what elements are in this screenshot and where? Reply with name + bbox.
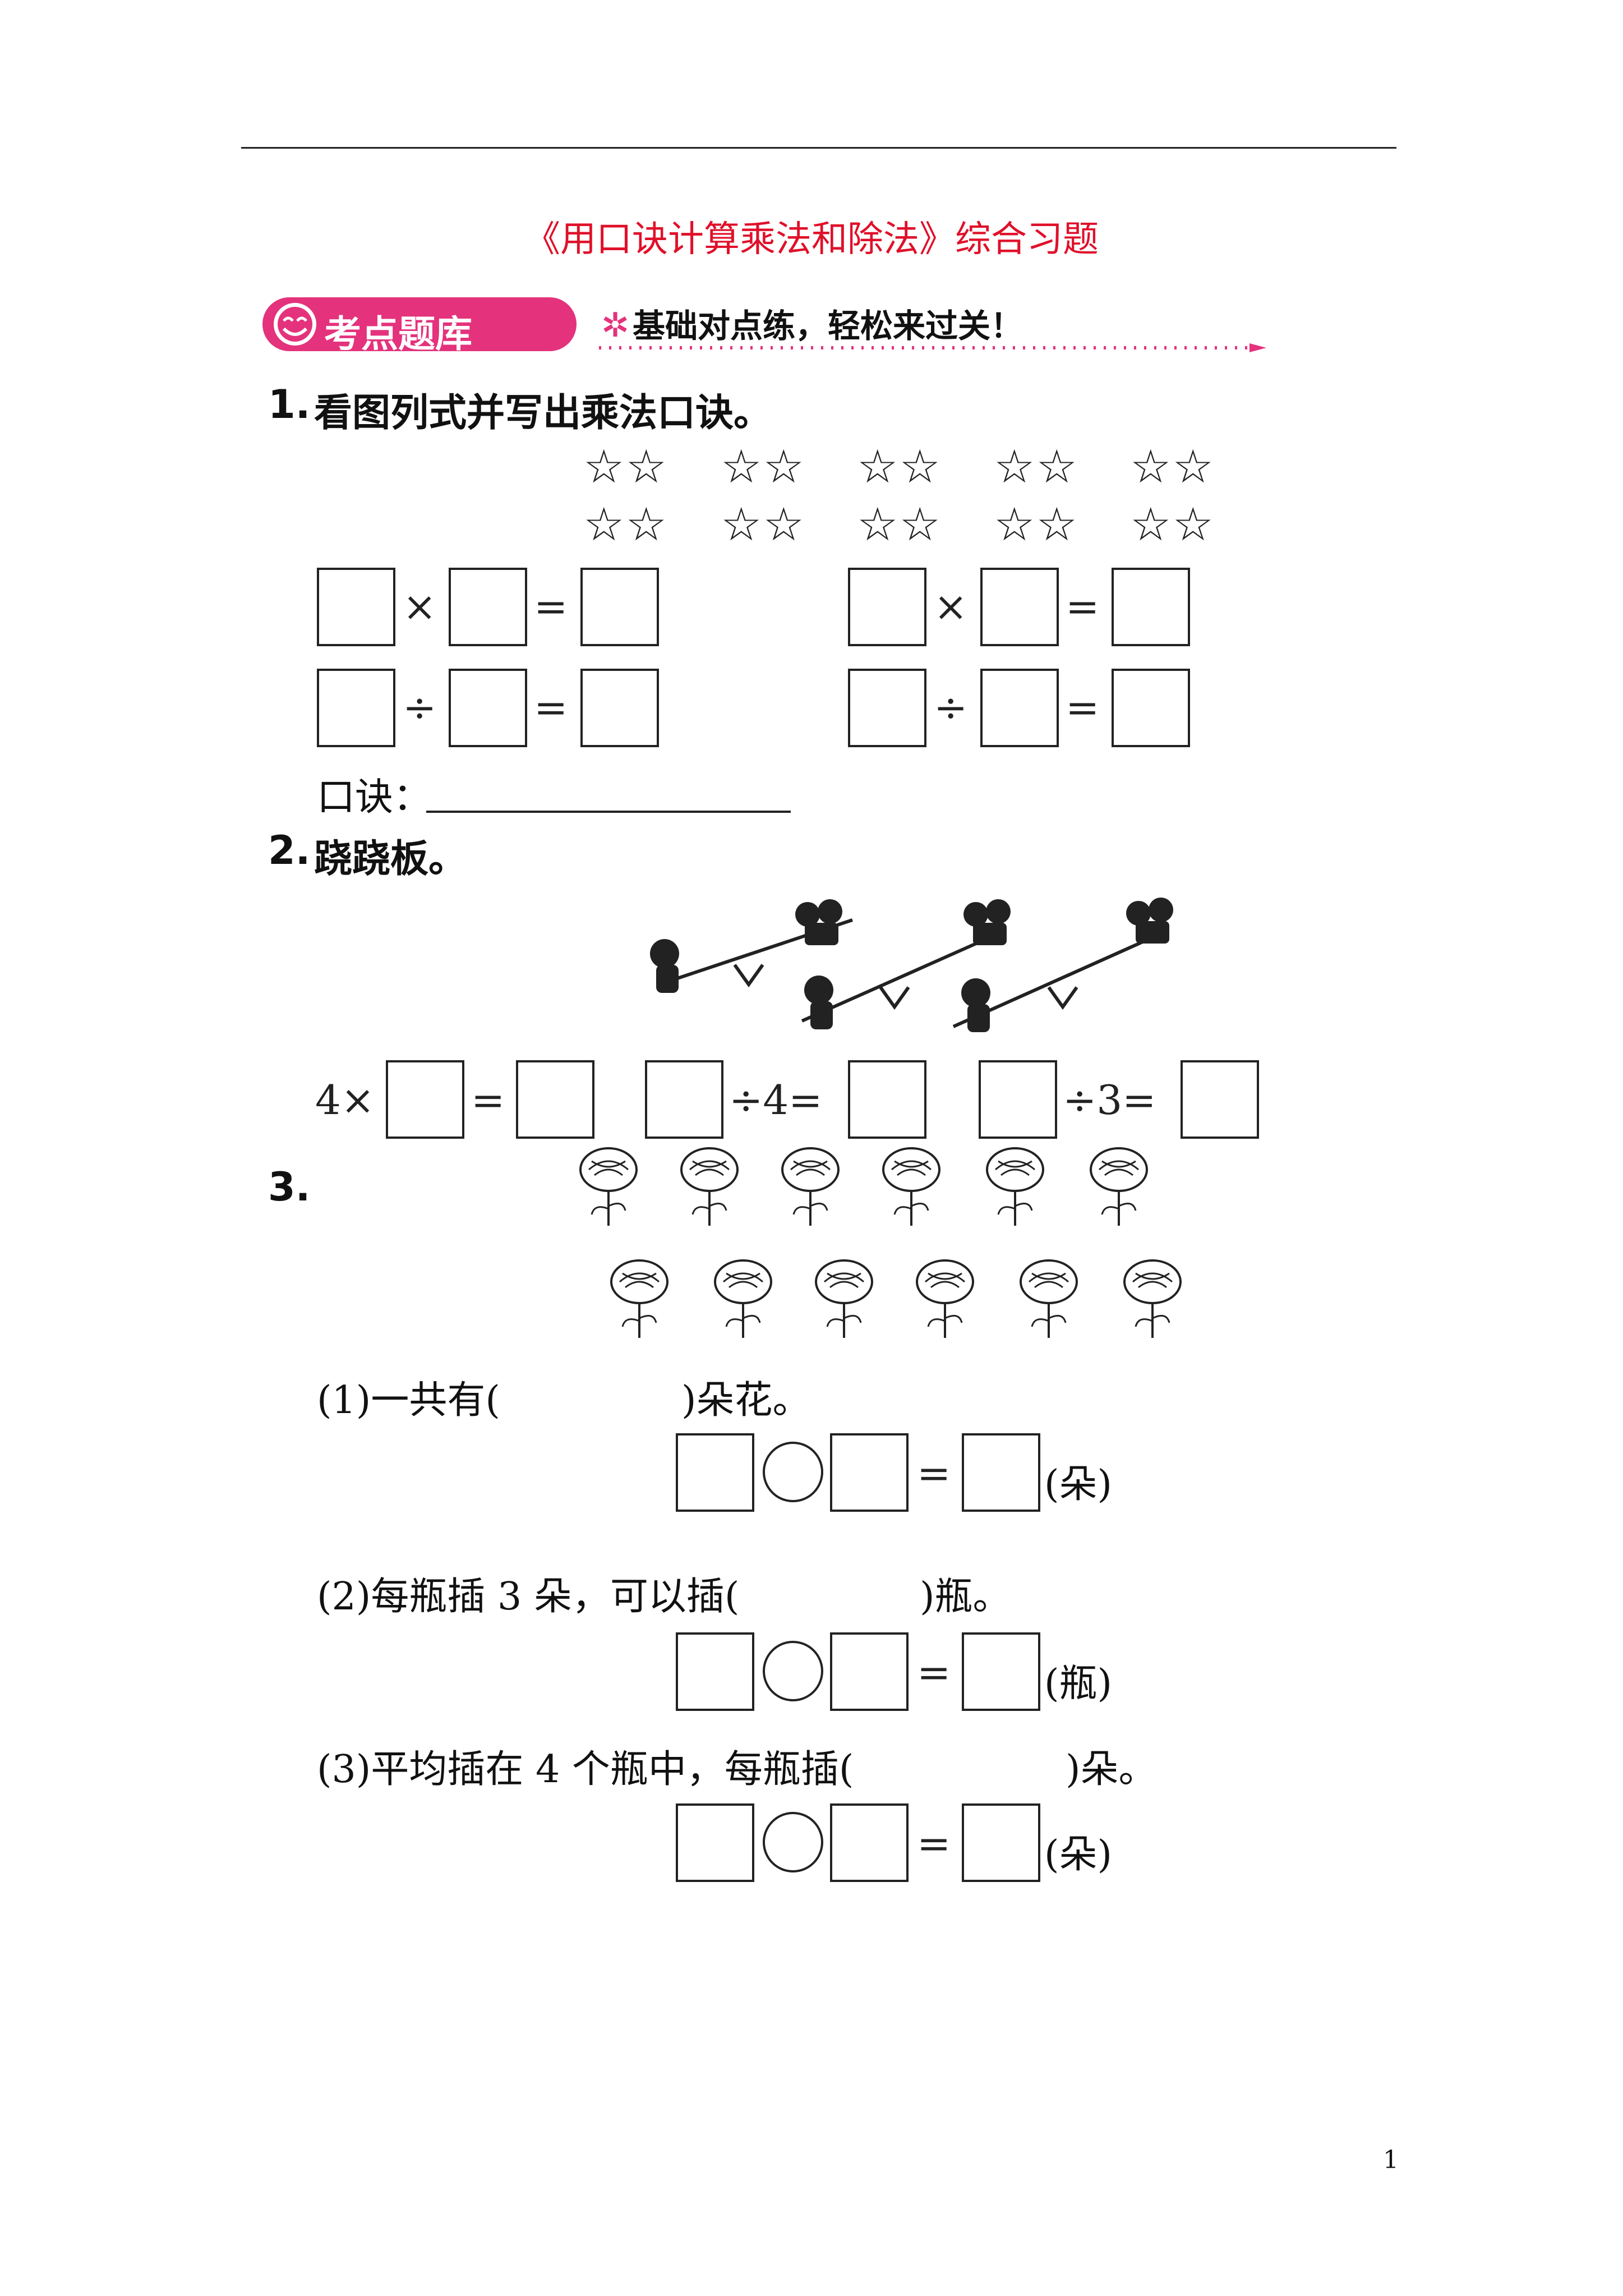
flower-icon (1123, 1259, 1182, 1339)
page-title: 《用口诀计算乘法和除法》综合习题 (524, 219, 1099, 260)
banner-label: 考点题库 (324, 312, 472, 356)
divide-sign: ÷ (403, 684, 437, 731)
flower-icon (610, 1259, 668, 1339)
q2-eq3-mid: ÷3= (1063, 1076, 1156, 1124)
answer-box[interactable] (848, 669, 926, 747)
answer-box[interactable] (449, 669, 527, 747)
star-group: ☆☆ (1130, 498, 1215, 551)
equals-sign: = (471, 1076, 505, 1124)
answer-box[interactable] (830, 1433, 909, 1512)
answer-box[interactable] (848, 1060, 926, 1139)
equals-sign: = (1066, 684, 1100, 731)
answer-box[interactable] (516, 1060, 594, 1139)
flower-icon (882, 1147, 940, 1227)
flower-icon (815, 1259, 873, 1339)
times-sign: × (934, 583, 968, 630)
star-group: ☆☆ (857, 440, 942, 494)
star-group: ☆☆ (721, 498, 806, 551)
star-group: ☆☆ (721, 440, 806, 494)
answer-box[interactable] (848, 568, 926, 646)
answer-box[interactable] (962, 1632, 1040, 1711)
banner-graphic: ✲ (262, 297, 1266, 352)
answer-box[interactable] (1181, 1060, 1259, 1139)
flower-icon (986, 1147, 1044, 1227)
flower-icon (680, 1147, 739, 1227)
q2-text: 跷跷板。 (314, 836, 467, 881)
unit-label: (瓶) (1044, 1662, 1113, 1706)
q1-text: 看图列式并写出乘法口诀。 (314, 390, 772, 435)
answer-box[interactable] (979, 1060, 1057, 1139)
q3-p3-text-a: (3)平均插在 4 个瓶中，每瓶插( (317, 1747, 854, 1792)
answer-box[interactable] (676, 1803, 754, 1882)
answer-box[interactable] (580, 568, 659, 646)
answer-box[interactable] (317, 669, 395, 747)
star-group: ☆☆ (583, 498, 668, 551)
answer-box[interactable] (317, 568, 395, 646)
answer-box[interactable] (830, 1803, 909, 1882)
q3-p2-text-b: )瓶。 (920, 1575, 1011, 1619)
answer-box[interactable] (449, 568, 527, 646)
q3-p1-text-b: )朵花。 (681, 1378, 811, 1423)
equals-sign: = (1066, 583, 1100, 630)
banner-slogan: 基础对点练，轻松来过关！ (633, 307, 1023, 345)
answer-box[interactable] (962, 1803, 1040, 1882)
q2-eq1-prefix: 4× (315, 1076, 375, 1124)
flowers-illustration (579, 1147, 1182, 1339)
seesaw-illustration (650, 898, 1173, 1032)
flower-icon (916, 1259, 974, 1339)
flower-icon (579, 1147, 638, 1227)
times-sign: × (403, 583, 437, 630)
svg-text:✲: ✲ (601, 306, 629, 345)
q3-p3-text-b: )朵。 (1066, 1747, 1157, 1792)
divide-sign: ÷ (934, 684, 968, 731)
formula-label: 口诀： (317, 775, 432, 820)
equals-sign: = (917, 1820, 951, 1867)
q2-number: 2. (268, 827, 311, 873)
operator-circle[interactable] (763, 1812, 823, 1872)
q1-number: 1. (268, 381, 311, 427)
q3-number: 3. (268, 1164, 311, 1210)
answer-box[interactable] (645, 1060, 723, 1139)
unit-label: (朵) (1044, 1462, 1113, 1507)
equals-sign: = (917, 1450, 951, 1497)
header-rule (241, 147, 1396, 149)
star-group: ☆☆ (857, 498, 942, 551)
equals-sign: = (534, 583, 568, 630)
star-group: ☆☆ (994, 440, 1079, 494)
answer-box[interactable] (676, 1632, 754, 1711)
section-banner: ✲ 考点题库 基础对点练，轻松来过关！ (262, 292, 1272, 359)
answer-box[interactable] (1112, 568, 1190, 646)
flower-icon (781, 1147, 840, 1227)
operator-circle[interactable] (763, 1641, 823, 1701)
operator-circle[interactable] (763, 1442, 823, 1502)
answer-box[interactable] (980, 669, 1059, 747)
formula-answer-line[interactable] (426, 811, 791, 813)
star-group: ☆☆ (583, 440, 668, 494)
flower-icon (1020, 1259, 1078, 1339)
answer-box[interactable] (676, 1433, 754, 1512)
q2-eq2-mid: ÷4= (729, 1076, 823, 1124)
equals-sign: = (534, 684, 568, 731)
answer-box[interactable] (962, 1433, 1040, 1512)
flower-icon (1090, 1147, 1148, 1227)
unit-label: (朵) (1044, 1833, 1113, 1877)
q3-p1-text-a: (1)一共有( (317, 1378, 500, 1423)
star-group: ☆☆ (1130, 440, 1215, 494)
answer-box[interactable] (580, 669, 659, 747)
page-number: 1 (1383, 2146, 1399, 2174)
equals-sign: = (917, 1649, 951, 1696)
answer-box[interactable] (830, 1632, 909, 1711)
answer-box[interactable] (1112, 669, 1190, 747)
q3-p2-text-a: (2)每瓶插 3 朵，可以插( (317, 1575, 740, 1619)
answer-box[interactable] (386, 1060, 464, 1139)
answer-box[interactable] (980, 568, 1059, 646)
flower-icon (714, 1259, 772, 1339)
star-group: ☆☆ (994, 498, 1079, 551)
